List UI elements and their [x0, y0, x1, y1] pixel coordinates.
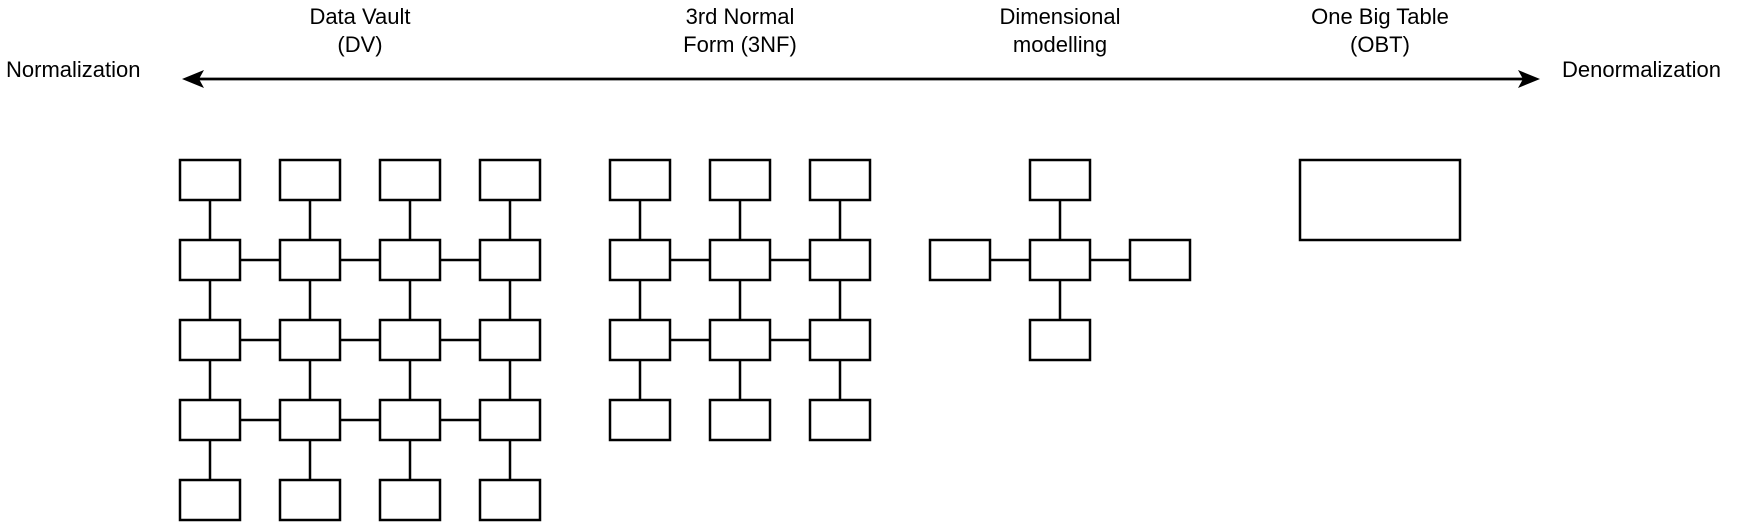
arrow-head-left — [182, 70, 204, 88]
table-box — [608, 318, 672, 362]
table-box — [708, 398, 772, 442]
data-vault-schema — [178, 158, 542, 522]
label-line-2: modelling — [1012, 32, 1108, 57]
table-box — [378, 158, 442, 202]
label-dimensional-modelling: Dimensional modelling — [910, 3, 1210, 59]
spectrum-arrow — [182, 70, 1540, 88]
table-box — [1028, 238, 1092, 282]
table-box — [478, 318, 542, 362]
label-line-1: 3rd Normal — [685, 4, 795, 29]
table-box — [1298, 158, 1462, 242]
table-box — [808, 238, 872, 282]
label-one-big-table: One Big Table (OBT) — [1230, 3, 1530, 59]
label-third-normal-form: 3rd Normal Form (3NF) — [590, 3, 890, 59]
table-box — [478, 398, 542, 442]
table-box — [478, 478, 542, 522]
table-box — [708, 158, 772, 202]
normalization-label: Normalization — [6, 57, 141, 82]
label-line-2: (OBT) — [1350, 32, 1410, 57]
table-box — [278, 238, 342, 282]
table-box — [1128, 238, 1192, 282]
table-box — [808, 398, 872, 442]
table-box — [1028, 158, 1092, 202]
table-box — [278, 478, 342, 522]
table-box — [378, 318, 442, 362]
table-box — [378, 398, 442, 442]
table-box — [178, 398, 242, 442]
table-box — [1028, 318, 1092, 362]
label-line-2: Form (3NF) — [683, 32, 797, 57]
table-box — [928, 238, 992, 282]
dimensional-modelling-schema — [928, 158, 1192, 362]
table-box — [808, 158, 872, 202]
table-box — [178, 478, 242, 522]
table-box — [278, 398, 342, 442]
table-box — [708, 318, 772, 362]
table-box — [378, 478, 442, 522]
label-line-1: Data Vault — [309, 4, 411, 29]
table-box — [808, 318, 872, 362]
table-box — [608, 398, 672, 442]
table-box — [178, 158, 242, 202]
table-box — [478, 238, 542, 282]
label-line-2: (DV) — [337, 32, 383, 57]
table-box — [278, 158, 342, 202]
label-line-1: One Big Table — [1311, 4, 1449, 29]
label-data-vault: Data Vault (DV) — [210, 3, 510, 59]
denormalization-label: Denormalization — [1562, 57, 1721, 82]
label-line-1: Dimensional — [999, 4, 1121, 29]
one-big-table-schema — [1298, 158, 1462, 242]
arrow-head-right — [1518, 70, 1540, 88]
table-box — [378, 238, 442, 282]
third-normal-form-schema — [608, 158, 872, 442]
schemas-layer — [178, 158, 1462, 522]
table-box — [478, 158, 542, 202]
table-box — [178, 318, 242, 362]
table-box — [278, 318, 342, 362]
table-box — [608, 158, 672, 202]
table-box — [608, 238, 672, 282]
table-box — [178, 238, 242, 282]
table-box — [708, 238, 772, 282]
